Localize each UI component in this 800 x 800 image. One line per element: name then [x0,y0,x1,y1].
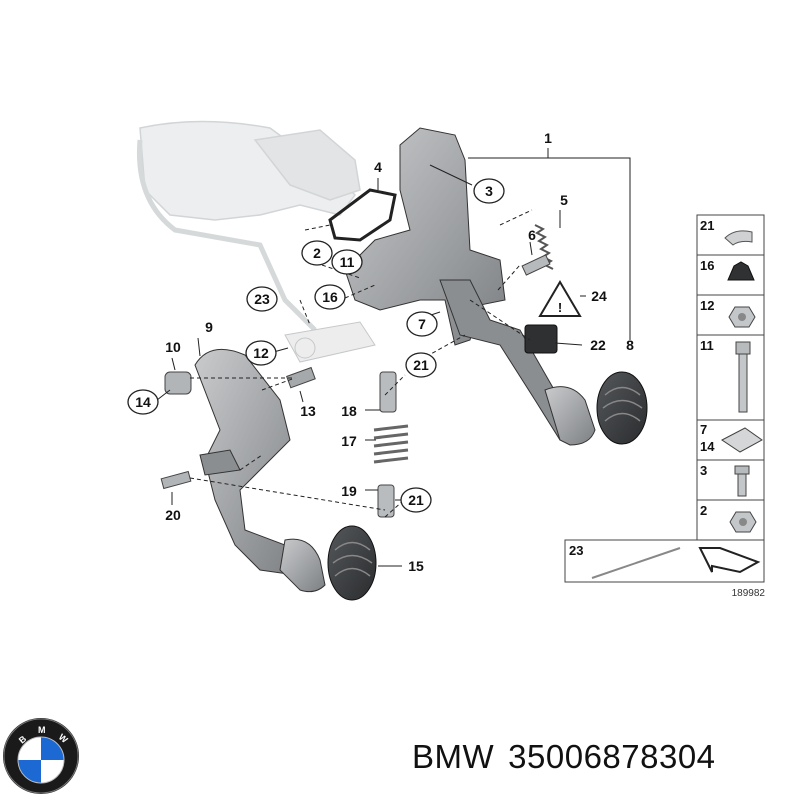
callout-circle-23: 23 [246,286,278,312]
legend-label-2: 2 [700,503,707,518]
diagram-reference: 189982 [732,588,766,599]
callout-6: 6 [528,227,536,243]
legend-label-16: 16 [700,258,714,273]
svg-text:21: 21 [408,492,424,508]
callout-10: 10 [165,339,181,355]
svg-text:2: 2 [313,245,321,261]
svg-text:M: M [38,725,46,735]
legend-label-7: 7 [700,422,707,437]
callout-circle-7: 7 [406,311,438,337]
svg-text:3: 3 [485,183,493,199]
bushing-part [286,366,316,389]
callout-circle-11: 11 [331,249,363,275]
callout-circle-14: 14 [127,389,159,415]
callout-circle-2: 2 [301,240,333,266]
legend-label-23: 23 [569,543,583,558]
pedal-pad-left [327,525,377,601]
svg-text:14: 14 [135,394,151,410]
legend-parts [591,230,763,579]
callout-19: 19 [341,483,357,499]
callout-circle-3: 3 [473,178,505,204]
callout-17: 17 [341,433,357,449]
footer-caption: BMW 35006878304 [412,738,730,776]
legend-label-12: 12 [700,298,714,313]
svg-text:B: B [17,733,29,745]
legend-label-11: 11 [700,338,714,353]
part-number: 35006878304 [508,738,716,775]
parts-legend [564,214,765,583]
svg-text:12: 12 [253,345,269,361]
warning-triangle-icon: ! [538,280,582,317]
bushing-left [164,371,192,395]
callout-circle-16: 16 [314,284,346,310]
callout-18: 18 [341,403,357,419]
master-cylinder [284,321,376,363]
leader-lines [156,148,631,567]
callout-22: 22 [590,337,606,353]
bmw-logo-icon: B M W [3,718,79,794]
callout-9: 9 [205,319,213,335]
callout-1: 1 [544,130,552,146]
ghost-booster [136,120,361,332]
return-spring [534,224,554,270]
callout-circle-21-upper: 21 [405,352,437,378]
svg-text:16: 16 [322,289,338,305]
brand-name: BMW [412,738,495,775]
callout-4: 4 [374,159,382,175]
callout-circle-12: 12 [245,340,277,366]
svg-text:11: 11 [340,254,355,270]
callout-20: 20 [165,507,181,523]
sensor-part [524,324,558,354]
legend-label-21: 21 [700,218,714,233]
brake-pedal [194,348,326,593]
svg-text:23: 23 [254,291,270,307]
pedal-bracket [344,127,596,446]
callout-circle-21-lower: 21 [400,487,432,513]
callout-13: 13 [300,403,316,419]
pin-part [521,254,551,276]
callout-5: 5 [560,192,568,208]
svg-text:!: ! [558,300,562,315]
callout-15: 15 [408,558,424,574]
switch-stack [373,371,409,518]
legend-label-14: 14 [700,439,715,454]
svg-text:7: 7 [418,316,426,332]
legend-label-3: 3 [700,463,707,478]
callout-8: 8 [626,337,634,353]
pin-left [160,470,192,490]
callout-24: 24 [591,288,607,304]
pedal-pad-right [596,371,648,445]
svg-text:21: 21 [413,357,429,373]
gasket-part [328,188,397,242]
